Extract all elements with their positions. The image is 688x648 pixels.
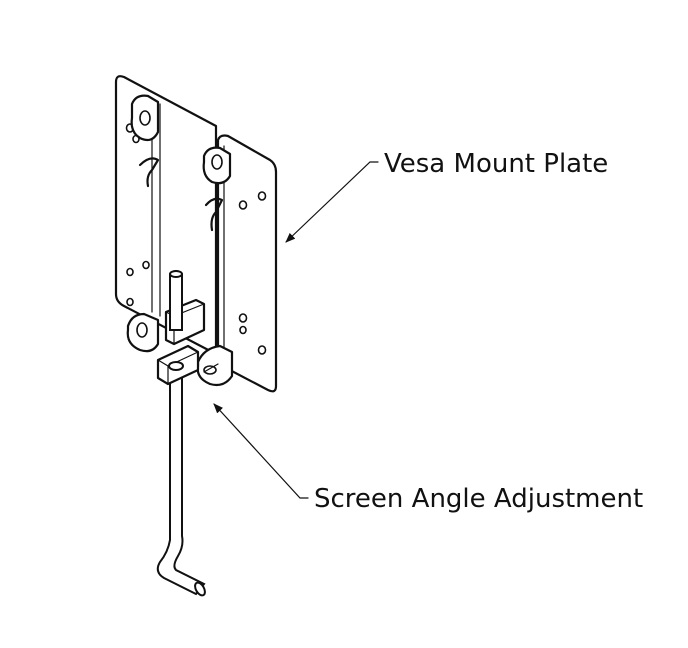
screen-angle-adjustment-label: Screen Angle Adjustment — [314, 484, 644, 514]
tab-upper-left — [130, 94, 160, 142]
tab-lower-right — [196, 344, 234, 387]
tab-lower-left — [126, 312, 160, 353]
angle-leader-line — [213, 403, 309, 499]
vesa-mount-plate-label: Vesa Mount Plate — [384, 149, 609, 179]
rod-collar — [156, 344, 200, 386]
tab-upper-right — [202, 146, 232, 185]
adjustment-rod — [156, 270, 206, 597]
vesa-leader-line — [285, 161, 379, 243]
